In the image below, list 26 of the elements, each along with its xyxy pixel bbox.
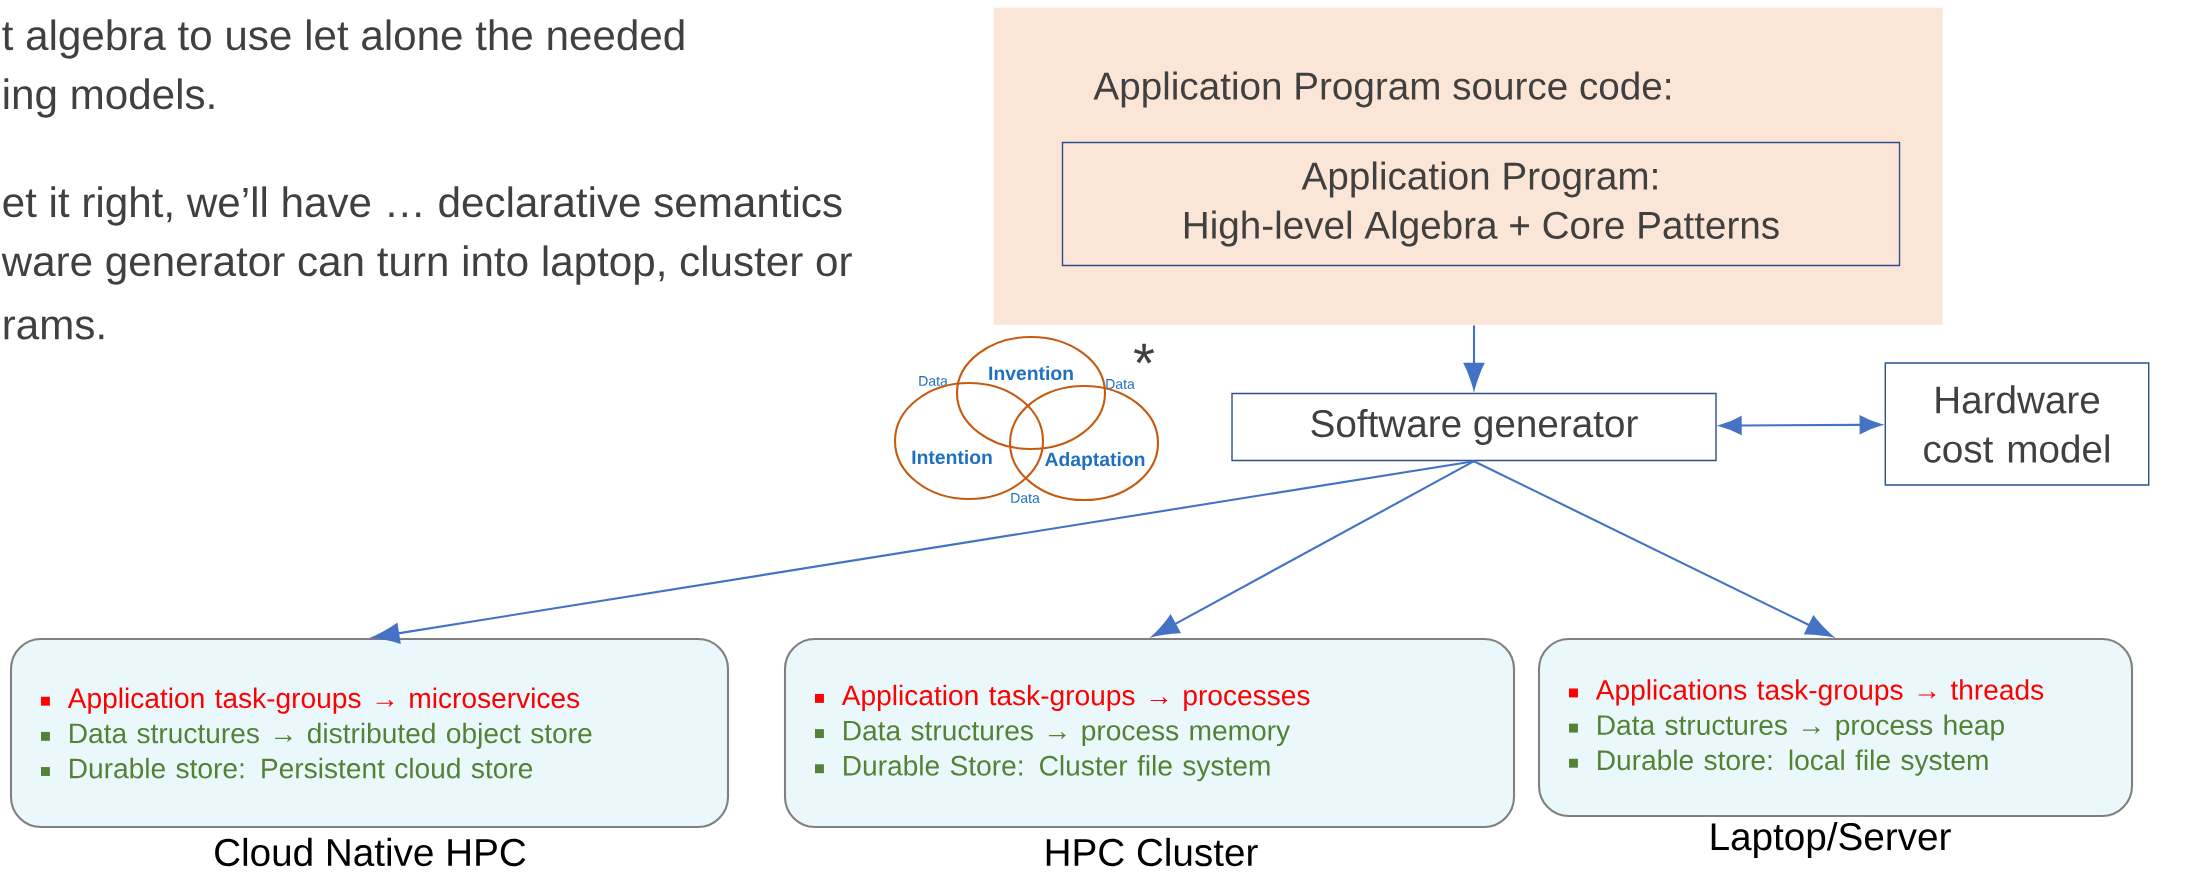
arrow	[1152, 460, 1475, 637]
arrow	[1719, 415, 1882, 435]
caption-text: Cloud Native HPC	[215, 837, 526, 867]
info-box: Application task-groups → processes Data structures → process memory Durable Store: Cluster file system	[783, 637, 1516, 829]
caption-text: HPC Cluster	[1046, 837, 1258, 867]
arrow	[1463, 325, 1485, 390]
arrow	[372, 460, 1475, 644]
venn-label: Data	[1011, 493, 1040, 503]
info-box: Application task-groups → microservices Data structures → distributed object store Durable store: Persistent cloud store	[9, 637, 730, 829]
program-box: Application Program: High-level Algebra + Core Patterns	[1061, 141, 1901, 267]
venn-text: Intention	[912, 449, 992, 465]
cost-model-box: Hardware cost model	[1884, 362, 2150, 486]
info-box: Applications task-groups → threads Data structures → process heap Durable store: local file system	[1537, 637, 2134, 818]
arrow	[1473, 460, 1833, 638]
body-text: t algebra to use let alone the needed	[2, 19, 684, 59]
asterisk: *	[1133, 343, 1155, 364]
venn-label: Data	[919, 376, 948, 386]
venn-text: Adaptation	[1045, 452, 1145, 470]
venn-label: Data	[1106, 379, 1135, 389]
body-text: ing models.	[4, 78, 214, 118]
body-text: rams.	[4, 316, 104, 340]
caption-text: Laptop/Server	[1711, 822, 1951, 858]
venn-text: Invention	[989, 365, 1073, 381]
body-text: ware generator can turn into laptop, cluster or	[1, 245, 852, 285]
body-text: et it right, we’ll have … declarative semantics	[3, 186, 842, 226]
generator-box: Software generator	[1231, 392, 1717, 462]
